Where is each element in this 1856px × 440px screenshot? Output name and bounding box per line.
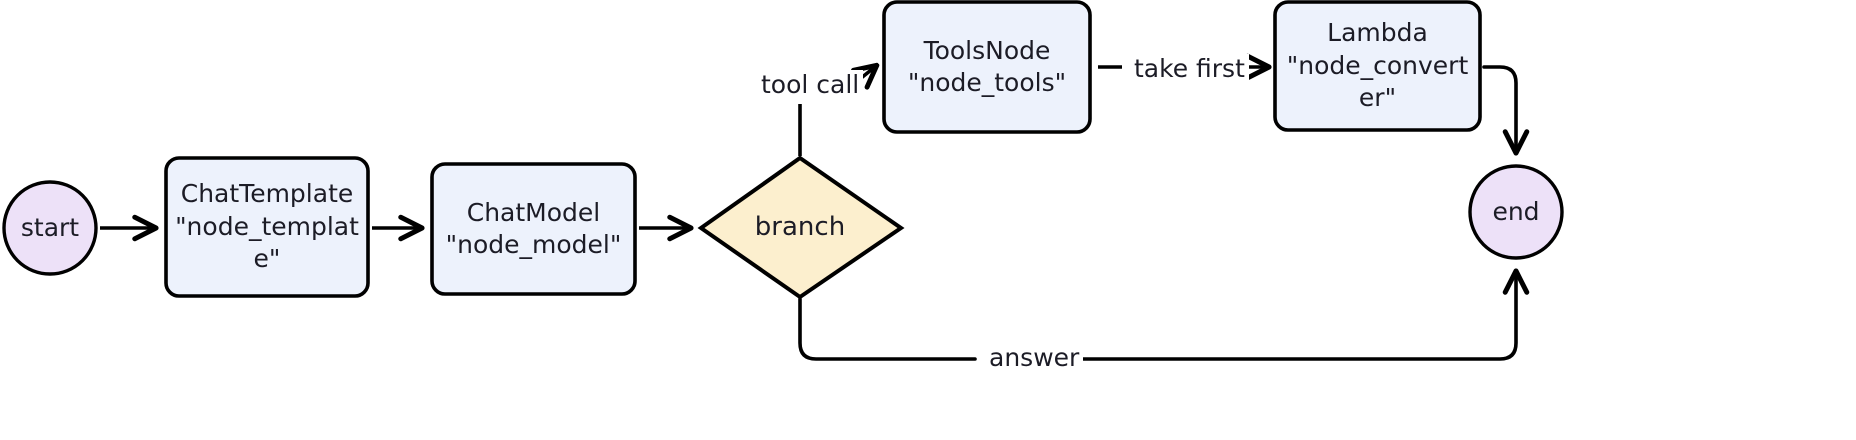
edge-label-tool-call: tool call [757, 70, 864, 99]
edge-branch-end-right [1078, 272, 1516, 361]
node-template-shape[interactable] [164, 156, 370, 298]
node-converter-shape[interactable] [1273, 0, 1482, 132]
node-branch-shape[interactable] [697, 155, 905, 300]
edge-label-take-first: take first [1130, 54, 1249, 83]
edge-label-answer: answer [985, 343, 1084, 372]
node-end-shape[interactable] [1468, 164, 1564, 260]
edge-converter-end [1482, 65, 1516, 152]
edge-branch-end-left [798, 297, 977, 361]
node-start-shape[interactable] [2, 180, 98, 276]
node-tools-shape[interactable] [882, 0, 1092, 134]
node-model-shape[interactable] [430, 162, 637, 296]
